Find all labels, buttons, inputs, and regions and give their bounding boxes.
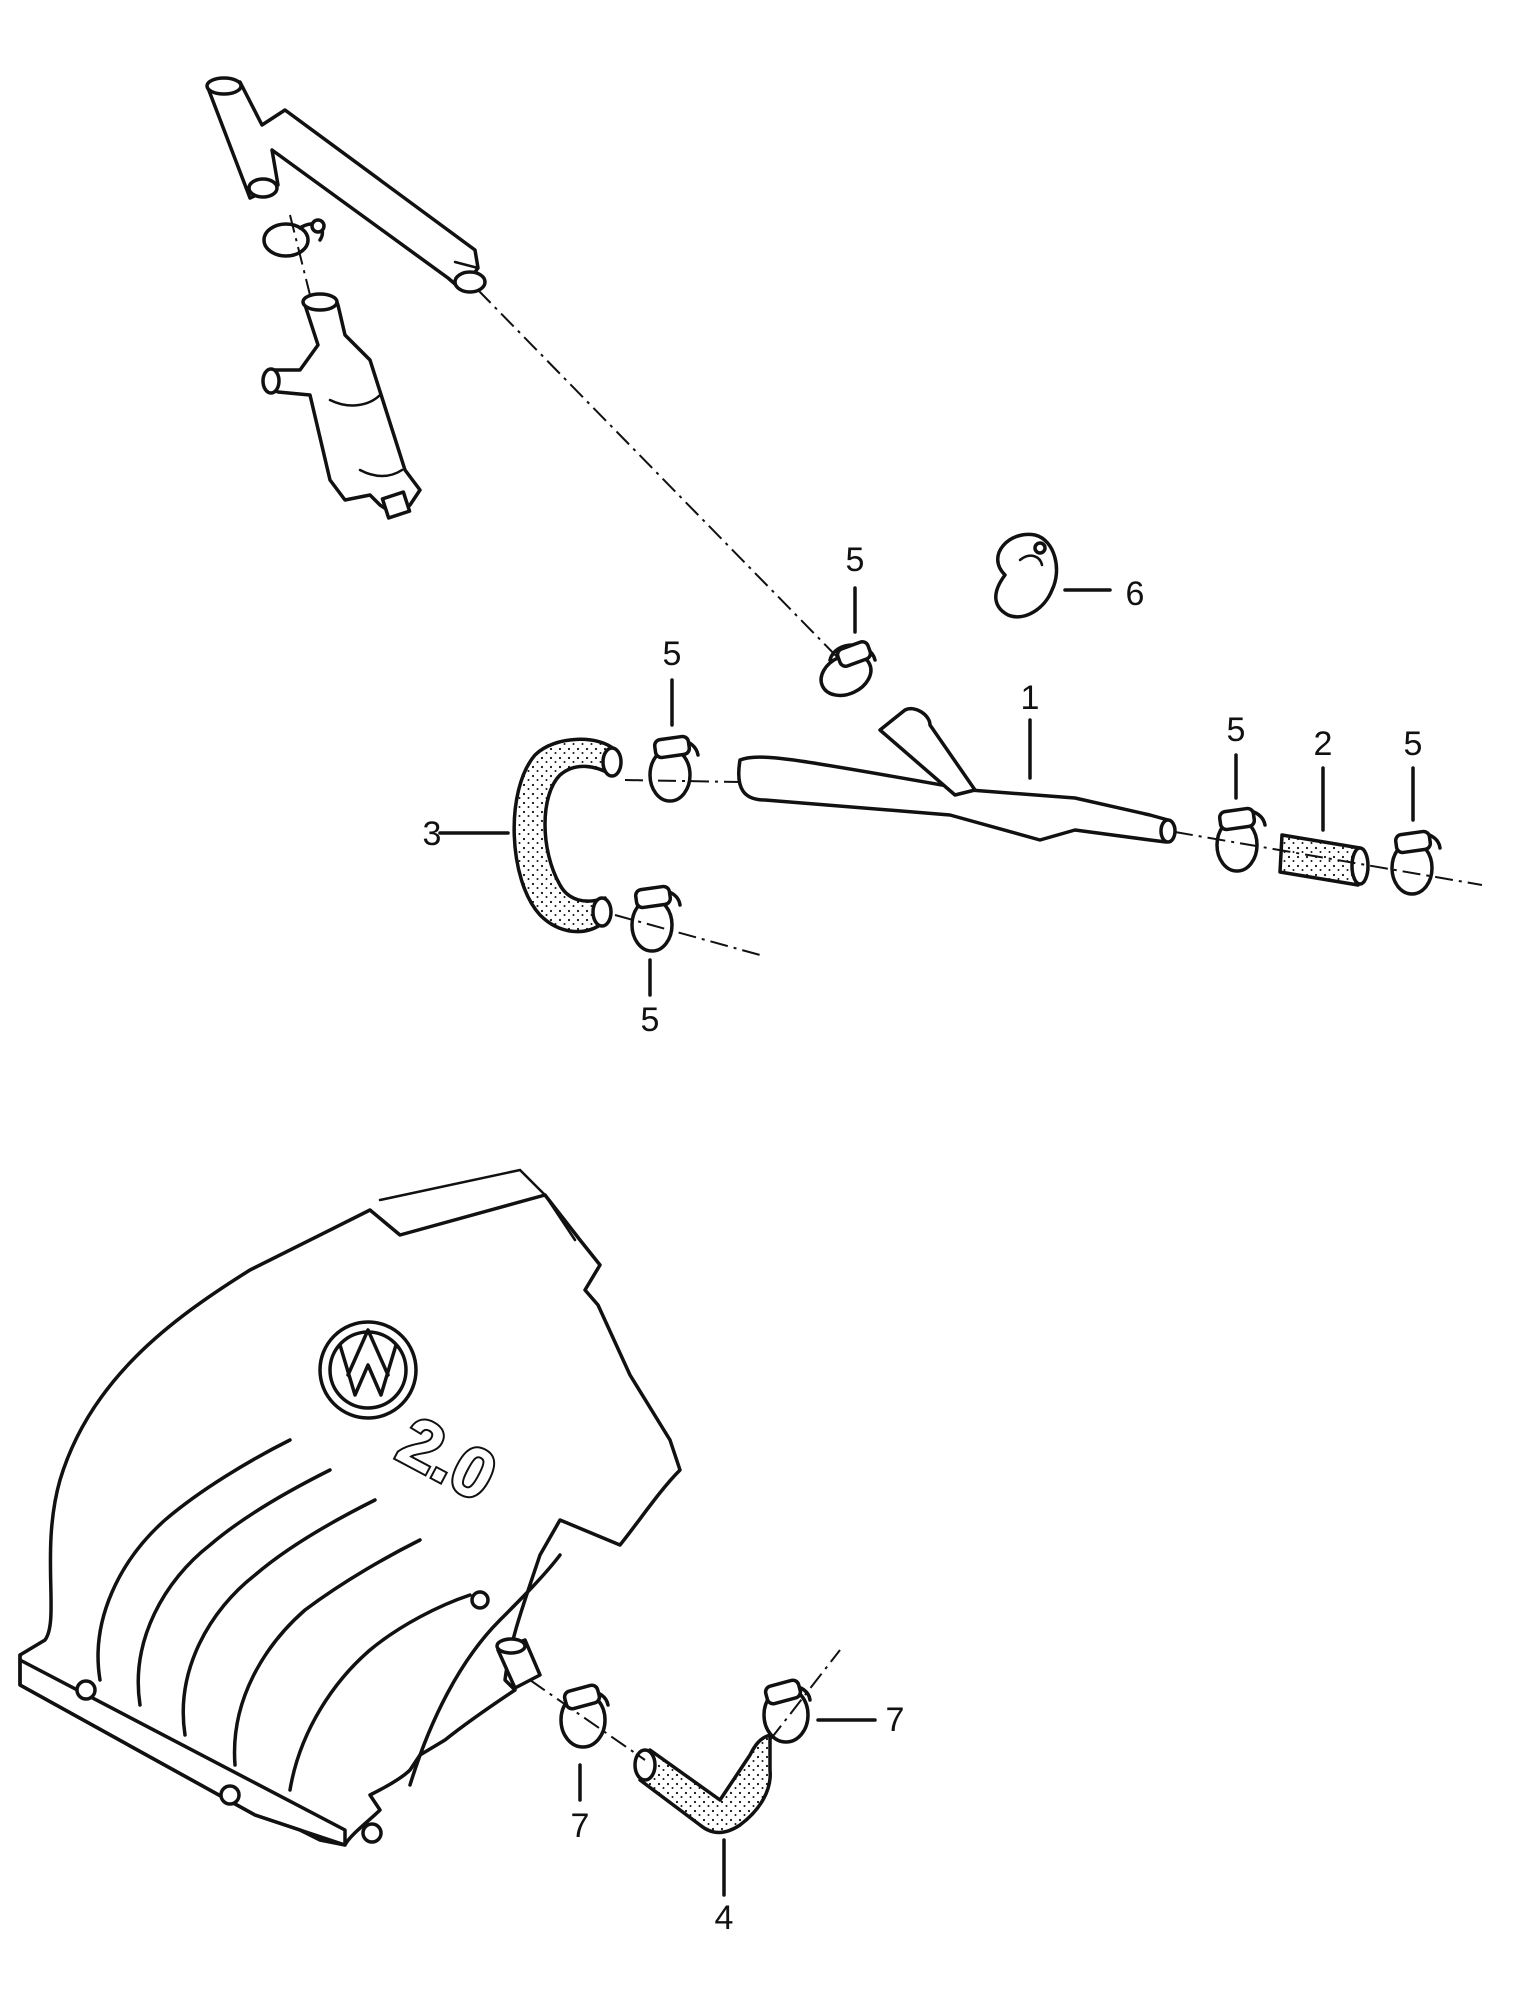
manifold-nipple xyxy=(495,1637,542,1690)
intake-manifold xyxy=(18,1168,682,1847)
callout-5-top: 5 xyxy=(846,541,865,579)
callout-1: 1 xyxy=(1021,679,1040,717)
hose-clamp-5-right-a xyxy=(1215,806,1267,873)
hose-clamp-5-left-upper xyxy=(648,734,700,803)
callout-5-left-lower: 5 xyxy=(641,1001,660,1039)
hose-clamp-5-top xyxy=(819,640,877,698)
bracket-clip xyxy=(994,532,1059,619)
small-hose-clamp xyxy=(262,218,326,258)
callout-2: 2 xyxy=(1314,725,1333,763)
hose-clamp-7-left xyxy=(559,1683,610,1749)
air-valve xyxy=(261,292,422,520)
dash-valve xyxy=(289,214,311,296)
hose-3 xyxy=(512,737,623,934)
hose-clamp-7-right xyxy=(762,1678,812,1744)
y-pipe xyxy=(737,707,1177,844)
callout-5-right-b: 5 xyxy=(1404,725,1423,763)
callout-6: 6 xyxy=(1126,575,1145,613)
callout-7-right: 7 xyxy=(886,1701,905,1739)
callout-3: 3 xyxy=(423,815,442,853)
vw-logo xyxy=(318,1320,418,1420)
hose-clamp-5-left-lower xyxy=(630,884,682,953)
dash-upper xyxy=(477,289,846,666)
hose-clamp-5-right-b xyxy=(1390,829,1442,896)
hose-2 xyxy=(1278,833,1370,887)
upper-breather-pipe xyxy=(205,76,487,294)
callout-5-right-a: 5 xyxy=(1227,711,1246,749)
hose-4 xyxy=(633,1733,772,1835)
callout-4: 4 xyxy=(715,1899,734,1937)
callout-5-left-upper: 5 xyxy=(663,635,682,673)
callout-7-left: 7 xyxy=(571,1807,590,1845)
